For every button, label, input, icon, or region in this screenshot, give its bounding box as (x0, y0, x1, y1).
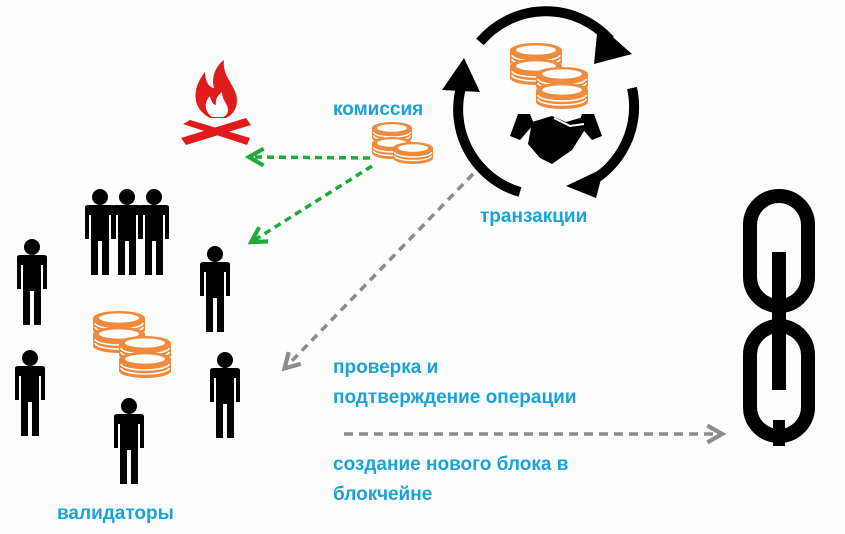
chain-icon (743, 189, 815, 446)
fee-coins-icon (371, 121, 434, 165)
person-icon (112, 189, 142, 275)
person-icon (210, 352, 240, 438)
fee-label: комиссия (333, 99, 424, 120)
person-icon (85, 189, 115, 275)
verify-label-line1: проверка и (333, 357, 439, 378)
block-label-line1: создание нового блока в (333, 454, 569, 475)
fee-distribution-arrows (244, 146, 373, 245)
arrow-to-validators-gray (281, 172, 475, 372)
transaction-coins-icon (509, 42, 589, 110)
validators-label: валидаторы (57, 503, 174, 524)
person-icon (139, 189, 169, 275)
person-icon (15, 350, 45, 436)
person-icon (114, 398, 144, 484)
transactions-label: транзакции (480, 206, 588, 227)
fire-icon (181, 60, 251, 145)
arrow-to-fire (244, 146, 371, 168)
verify-label-line2: подтверждение операции (333, 387, 577, 408)
validator-coins-icon (92, 310, 172, 379)
cycle-arrows-icon (442, 6, 640, 198)
arrow-to-validators (247, 164, 373, 245)
person-icon (17, 239, 47, 325)
person-icon (200, 246, 230, 332)
block-label-line2: блокчейне (333, 484, 433, 505)
handshake-icon (510, 114, 602, 164)
